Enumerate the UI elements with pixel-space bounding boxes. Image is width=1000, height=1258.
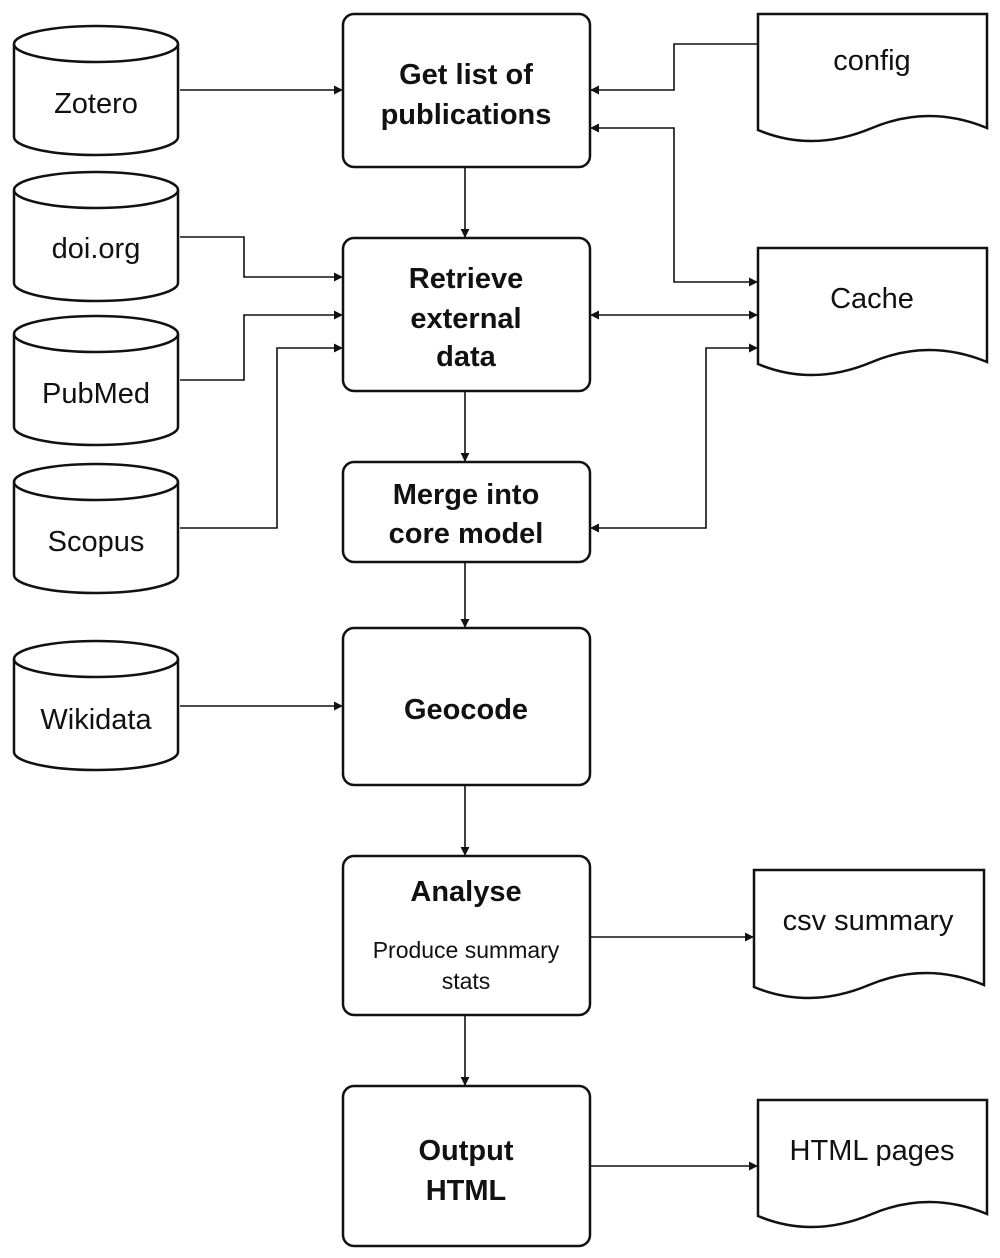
database-pubmed: PubMed bbox=[12, 314, 180, 447]
process-geocode: Geocode bbox=[341, 626, 592, 787]
process-label-line: HTML bbox=[426, 1175, 507, 1207]
database-label: Scopus bbox=[48, 526, 145, 558]
database-wikidata: Wikidata bbox=[12, 639, 180, 772]
process-label-line: publications bbox=[381, 99, 552, 131]
database-label: Zotero bbox=[54, 88, 138, 120]
process-label-line: core model bbox=[389, 518, 544, 550]
process-merge: Merge into core model bbox=[341, 460, 592, 564]
edge-pubmed-to-retrieve bbox=[180, 310, 343, 381]
document-label: config bbox=[833, 45, 910, 77]
document-label: csv summary bbox=[783, 905, 954, 937]
document-label: Cache bbox=[830, 283, 914, 315]
document-label: HTML pages bbox=[790, 1135, 955, 1167]
process-title: Analyse bbox=[410, 876, 521, 908]
process-label-line: Merge into bbox=[393, 479, 540, 511]
database-label: PubMed bbox=[42, 378, 150, 410]
process-label-line: Retrieve bbox=[409, 263, 523, 295]
document-csv-summary: csv summary bbox=[752, 868, 986, 1000]
process-analyse: Analyse Produce summary stats bbox=[341, 854, 592, 1017]
edge-doi-to-retrieve bbox=[180, 236, 343, 282]
document-config: config bbox=[756, 12, 989, 143]
database-scopus: Scopus bbox=[12, 462, 180, 595]
process-output: Output HTML bbox=[341, 1084, 592, 1248]
process-label-line: external bbox=[410, 303, 521, 335]
process-get-list: Get list of publications bbox=[341, 12, 592, 169]
edge-merge-cache-link bbox=[590, 343, 758, 533]
document-html-pages: HTML pages bbox=[756, 1098, 989, 1229]
database-zotero: Zotero bbox=[12, 24, 180, 157]
process-label-line: Get list of bbox=[399, 59, 533, 91]
edge-config-to-get-list bbox=[590, 43, 757, 95]
document-cache: Cache bbox=[756, 246, 989, 377]
process-label-line: Output bbox=[418, 1135, 513, 1167]
database-label: doi.org bbox=[52, 233, 141, 265]
process-subtitle-line: Produce summary bbox=[373, 937, 560, 963]
process-subtitle-line: stats bbox=[442, 968, 491, 994]
connectors bbox=[180, 43, 758, 1171]
process-retrieve: Retrieve external data bbox=[341, 236, 592, 393]
process-label-line: data bbox=[436, 341, 497, 373]
edge-scopus-to-retrieve bbox=[180, 343, 343, 529]
process-label-line: Geocode bbox=[404, 694, 528, 726]
edge-get-list-cache-link bbox=[590, 123, 758, 287]
database-doi: doi.org bbox=[12, 170, 180, 303]
database-label: Wikidata bbox=[40, 704, 152, 736]
